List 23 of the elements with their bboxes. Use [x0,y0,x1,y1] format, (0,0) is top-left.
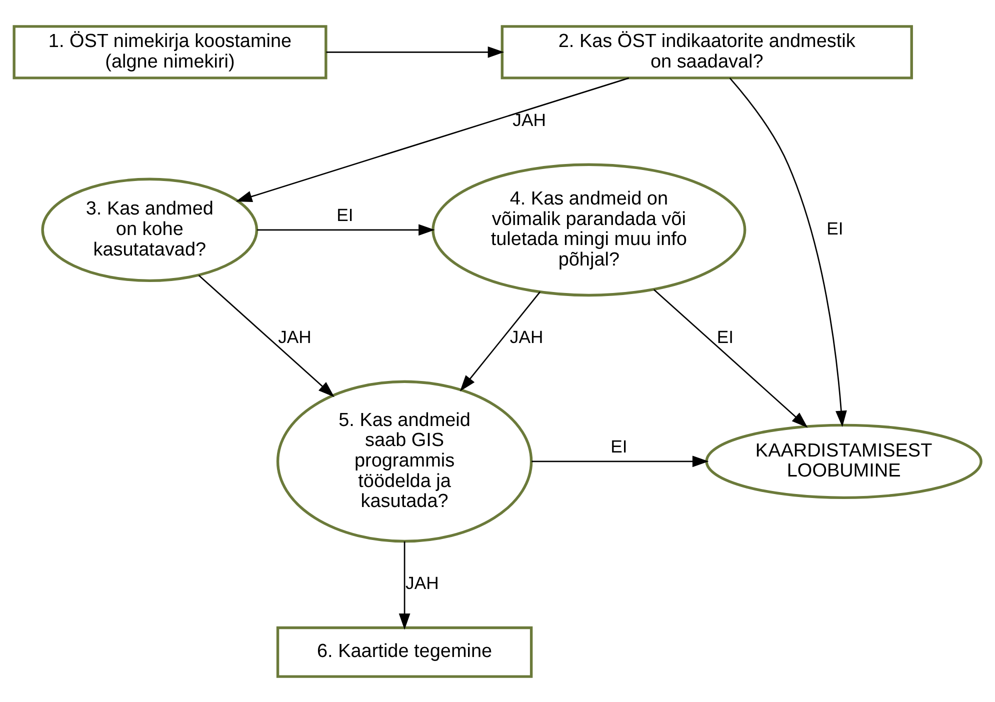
arrow [198,274,334,397]
edge-label: EI [826,218,844,238]
arrow [326,46,504,58]
arrow [729,77,847,426]
arrow [653,288,808,428]
node-ellipse: 3. Kas andmed on kohe kasutatavad? [41,177,258,282]
edge-label: JAH [406,572,439,592]
node-box: 1. ÖST nimekirja koostamine (algne nimekiri) [12,24,328,79]
node-ellipse: KAARDISTAMISEST LOOBUMINE [705,423,982,499]
edge-label: EI [716,326,734,347]
edge-label: JAH [278,326,312,347]
arrow [236,76,630,202]
arrow [532,455,709,467]
edge-label: JAH [512,109,546,130]
arrow [257,224,435,236]
edge-label: JAH [510,326,544,347]
node-box: 2. Kas ÖST indikaatorite andmestik on saadaval? [500,24,913,79]
edge-label: EI [336,204,354,224]
node-box: 6. Kaartide tegemine [276,626,533,678]
arrow [398,540,410,630]
arrow [460,291,541,391]
edge-label: EI [610,436,628,456]
node-ellipse: 4. Kas andmeid on võimalik parandada või tuletada mingi muu info põhjal? [432,162,746,296]
